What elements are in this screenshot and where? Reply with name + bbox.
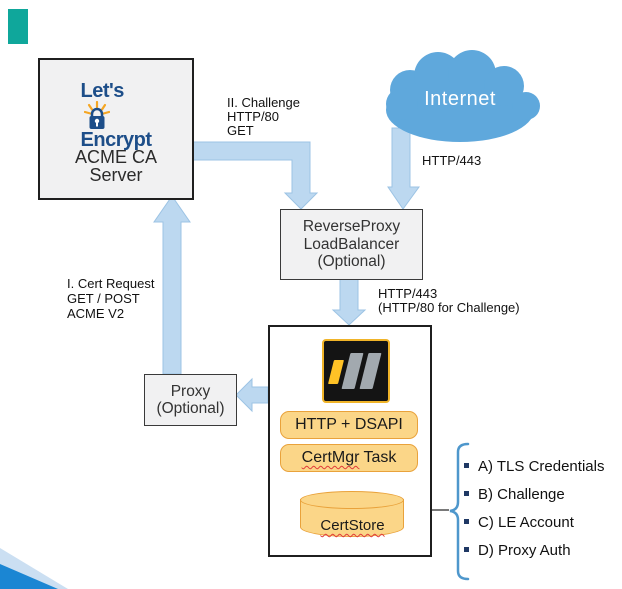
reverseproxy-http443-label: HTTP/443 (HTTP/80 for Challenge) [378,286,520,315]
acme-server-label: ACME CA Server [74,147,157,185]
arrow-domino-to-proxy [235,377,269,413]
lets-encrypt-logo-line2: Encrypt [80,129,152,151]
legend-bullet-d [464,547,469,552]
lets-encrypt-logo: Let's Encrypt [40,80,192,151]
proxy-optional-box: Proxy (Optional) [144,374,237,426]
legend-bullet-a [464,463,469,468]
domino-server-box: HTTP + DSAPI CertMgr Task CertStore [268,325,432,557]
legend-bullet-c [464,519,469,524]
internet-label: Internet [424,88,496,110]
hcl-domino-logo-icon [322,339,390,403]
arrow-proxy-to-acme [153,195,191,375]
internet-http443-label: HTTP/443 [422,153,482,168]
accent-bar [8,9,28,44]
corner-triangle-light [0,548,68,589]
acme-ca-server-box: Let's Encrypt [38,58,194,200]
corner-triangle-dark [0,564,58,589]
certstore-cylinder-top [300,491,404,509]
legend-bullet-b [464,491,469,496]
internet-cloud-icon [386,50,540,142]
arrow-acme-to-reverseproxy [189,141,319,210]
legend-item-le-account: C) LE Account [478,514,574,531]
lets-encrypt-logo-line1: Let's [80,80,125,102]
cert-request-label: I. Cert Request GET / POST ACME V2 [67,276,155,321]
legend-item-proxy-auth: D) Proxy Auth [478,542,571,559]
certstore-cylinder: CertStore [300,491,405,539]
certmgr-task-pill: CertMgr Task [280,444,418,472]
reverseproxy-loadbalancer-box: ReverseProxy LoadBalancer (Optional) [280,209,423,280]
certmgr-task-word: Task [363,449,397,466]
http-dsapi-pill: HTTP + DSAPI [280,411,418,439]
challenge-arrow-label: II. Challenge HTTP/80 GET [227,95,300,138]
domino-logo-gold-stripe [328,360,344,384]
domino-logo-gray-stripe-2 [359,353,382,389]
certstore-label: CertStore [320,517,385,534]
padlock-with-rays-icon [83,101,110,129]
legend-item-tls-credentials: A) TLS Credentials [478,458,605,475]
legend-item-challenge: B) Challenge [478,486,565,503]
certmgr-word: CertMgr [301,449,360,466]
arrow-reverseproxy-to-domino [331,277,367,326]
